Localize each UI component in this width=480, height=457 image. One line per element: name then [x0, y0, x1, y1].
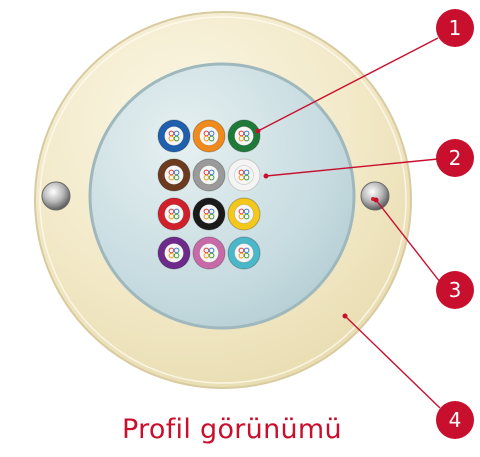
leader-dot-3: [373, 197, 379, 203]
inner-window: [88, 62, 356, 330]
fiber-tube: [192, 158, 226, 192]
fiber-tube: [157, 236, 191, 270]
leader-dot-1: [255, 128, 261, 134]
leader-dot-4: [342, 313, 348, 319]
leader-line-3: [375, 199, 441, 283]
fiber-tube: [157, 197, 191, 231]
right-bolt: [360, 181, 390, 211]
callout-4-label: 4: [449, 408, 462, 432]
outer-ring-inner-edge: [39, 16, 407, 384]
callout-3: 3: [436, 271, 474, 309]
leader-dot-2: [263, 173, 269, 179]
fiber-tube: [157, 119, 191, 153]
fiber-tube: [192, 197, 226, 231]
fiber-tube: [192, 236, 226, 270]
fiber-tube: [227, 158, 261, 192]
leader-line-2: [265, 158, 439, 177]
callout-2-label: 2: [449, 146, 462, 170]
callout-1-label: 1: [449, 16, 462, 40]
leader-lines: [257, 37, 441, 409]
leader-dots: [255, 128, 379, 319]
callout-4: 4: [436, 401, 474, 439]
fiber-tube: [227, 236, 261, 270]
callout-1: 1: [436, 9, 474, 47]
callout-2: 2: [436, 139, 474, 177]
leader-line-1: [257, 37, 439, 132]
fiber-tube: [227, 197, 261, 231]
fiber-tube: [192, 119, 226, 153]
left-bolt: [41, 181, 71, 211]
fiber-tube-grid: [157, 119, 261, 270]
callout-3-label: 3: [449, 278, 462, 302]
fiber-tube: [227, 119, 261, 153]
fiber-tube: [157, 158, 191, 192]
diagram-caption: Profil görünümü: [122, 414, 342, 445]
leader-line-4: [344, 315, 441, 409]
